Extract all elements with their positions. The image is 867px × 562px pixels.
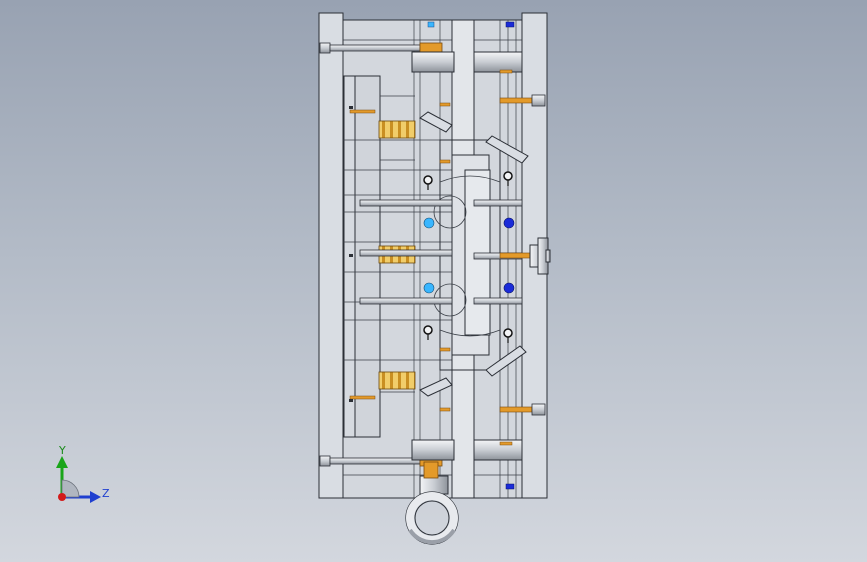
angled-lifter-top-left [419, 111, 453, 133]
locating-ring [529, 237, 551, 275]
guide-bushing-bottom-right [473, 439, 523, 461]
triad-origin-arc [61, 479, 80, 498]
guide-bolt-top [319, 42, 443, 54]
left-clamp-plate [318, 12, 344, 499]
angled-lifter-bottom-left [419, 377, 453, 397]
guide-bushing-top-right [473, 51, 523, 73]
lifting-eye-bolt [405, 461, 459, 545]
ejector-pin-2 [359, 249, 453, 257]
y-axis-label: Y [58, 444, 66, 457]
ejector-pin-6 [473, 297, 523, 305]
ejector-plate [354, 75, 381, 438]
dowel-pin-dark-1 [503, 217, 515, 229]
cavity-insert [464, 169, 491, 336]
z-axis-label: Z [102, 487, 110, 500]
ejector-pin-3 [359, 297, 453, 305]
view-orientation-triad[interactable]: Y Z [56, 444, 110, 503]
return-spring-bottom [378, 371, 416, 390]
angled-lifter-top-right [485, 135, 529, 164]
dowel-pin-light-1 [423, 217, 435, 229]
dowel-pin-dark-2 [503, 282, 515, 294]
ejector-pin-4 [473, 199, 523, 207]
return-spring-top [378, 120, 416, 139]
guide-bushing-bottom-left [411, 439, 455, 461]
plate-screw-right-bottom [499, 403, 546, 416]
angled-lifter-bottom-right [485, 345, 527, 377]
x-axis-dot [58, 493, 66, 501]
ejector-pin-1 [359, 199, 453, 207]
plate-screw-right-top [499, 94, 546, 107]
plate-screw-right-middle [499, 252, 531, 259]
dowel-pin-light-2 [423, 282, 435, 294]
guide-bushing-top-left [411, 51, 455, 73]
